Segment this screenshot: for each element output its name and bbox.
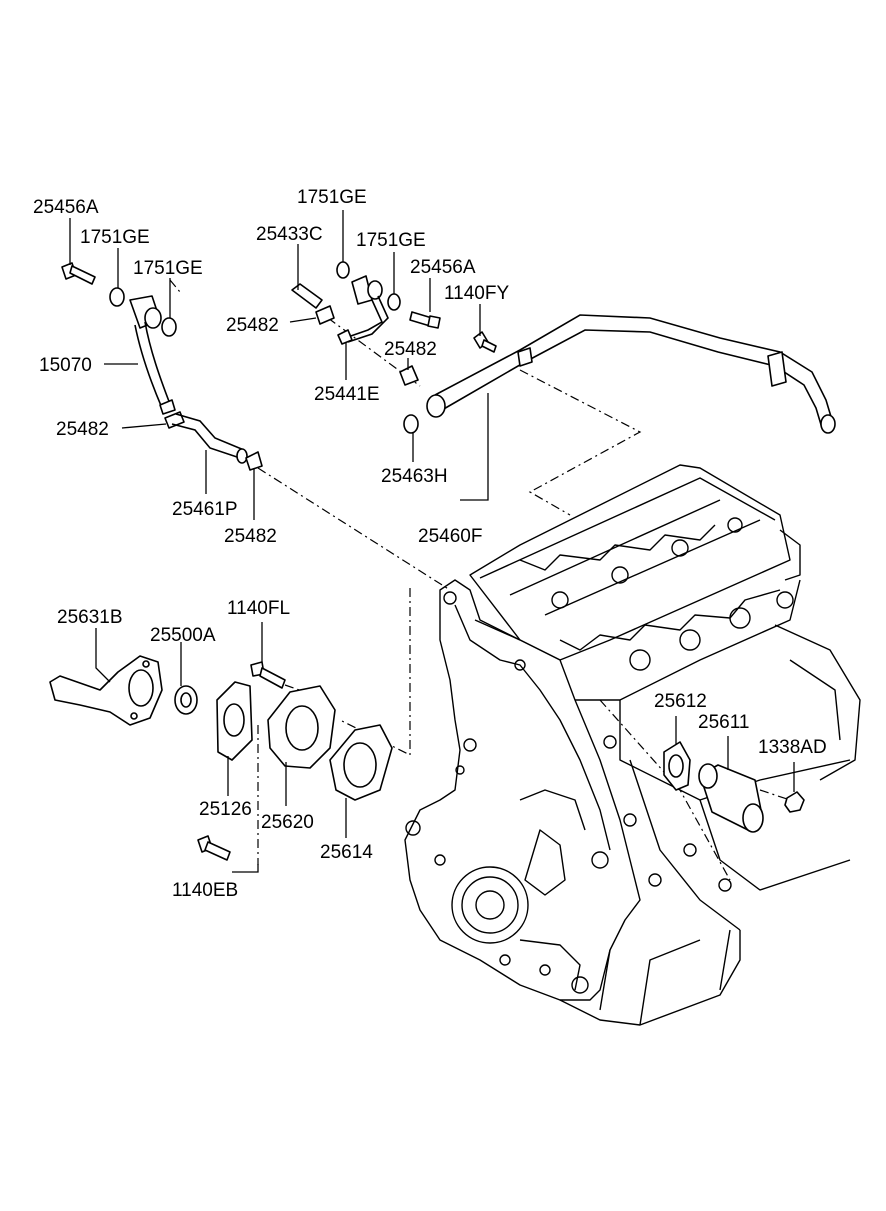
label-1751GE-1: 1751GE — [80, 227, 150, 248]
label-25500A: 25500A — [150, 625, 216, 646]
label-1140EB: 1140EB — [172, 880, 238, 901]
label-25482-bottom: 25482 — [224, 526, 277, 547]
pipe-15070-group — [61, 262, 263, 471]
label-25126: 25126 — [199, 799, 252, 820]
label-1140FY: 1140FY — [444, 283, 509, 304]
thermostat-group — [49, 655, 393, 861]
part-labels: 25456A 1751GE 1751GE 15070 25482 25461P … — [33, 187, 827, 901]
engine-assembly — [404, 464, 861, 1026]
label-25441E: 25441E — [314, 384, 380, 405]
label-25620: 25620 — [261, 812, 314, 833]
leader-lines — [69, 210, 795, 873]
label-25631B: 25631B — [57, 607, 123, 628]
alignment-lines — [169, 279, 791, 881]
label-25460F: 25460F — [418, 526, 482, 547]
label-25482-left: 25482 — [56, 419, 109, 440]
label-1751GE-2: 1751GE — [133, 258, 203, 279]
label-25456A-left: 25456A — [33, 197, 99, 218]
label-25456A-right: 25456A — [410, 257, 476, 278]
label-25614: 25614 — [320, 842, 373, 863]
label-1751GE-3: 1751GE — [297, 187, 367, 208]
label-25482-right: 25482 — [384, 339, 437, 360]
label-15070: 15070 — [39, 355, 92, 376]
water-pump-fitting-group — [663, 741, 805, 833]
label-1751GE-4: 1751GE — [356, 230, 426, 251]
pipe-25460F — [403, 314, 836, 434]
label-25612: 25612 — [654, 691, 707, 712]
label-1338AD: 1338AD — [758, 737, 827, 758]
label-25482-center: 25482 — [226, 315, 279, 336]
label-1140FL: 1140FL — [227, 598, 290, 619]
label-25463H: 25463H — [381, 466, 448, 487]
label-25433C: 25433C — [256, 224, 323, 245]
label-25461P: 25461P — [172, 499, 238, 520]
label-25611: 25611 — [698, 712, 749, 733]
